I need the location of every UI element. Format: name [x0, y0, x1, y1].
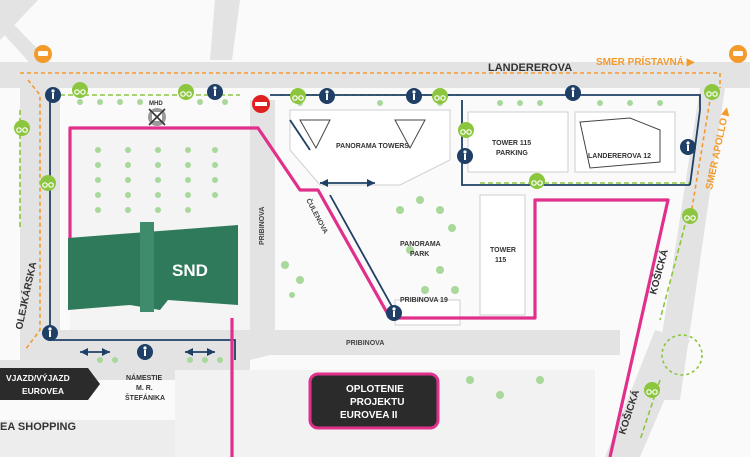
callout-vjazd-line1: VJAZD/VÝJAZD: [6, 372, 70, 383]
street-pribinova-vertical: PRIBINOVA: [259, 207, 266, 245]
label-namestie-3: ŠTEFÁNIKA: [125, 393, 165, 402]
label-tower115-1: TOWER: [490, 247, 516, 254]
label-panorama-park-1: PANORAMA: [400, 241, 441, 248]
callout-oplotenie: OPLOTENIE PROJEKTU EUROVEA II: [308, 372, 440, 430]
label-panorama-park-2: PARK: [410, 251, 429, 258]
label-mhd: MHD: [149, 101, 163, 107]
label-landererova12: LANDEREROVA 12: [588, 153, 651, 160]
label-panorama-towers: PANORAMA TOWERS: [336, 143, 409, 150]
callout-oplotenie-line2: PROJEKTU: [350, 397, 404, 408]
label-namestie-2: M. R.: [136, 385, 153, 392]
two-way-arrows: [80, 179, 375, 356]
snd-building: [68, 222, 238, 312]
label-eurovea-shopping: EA SHOPPING: [0, 421, 76, 433]
street-landererova: LANDEREROVA: [488, 62, 572, 74]
label-pribinova19: PRIBINOVA 19: [400, 297, 448, 304]
no-entry-icon: [252, 95, 270, 113]
label-tower115-parking-2: PARKING: [496, 150, 528, 157]
street-kosicka-upper: KOŠICKÁ: [646, 248, 670, 296]
mhd-crossed-bus-icon: [148, 108, 166, 126]
label-namestie-1: NÁMESTIE: [126, 373, 163, 382]
bicycle-glyphs: [16, 89, 718, 395]
label-tower115-parking-1: TOWER 115: [492, 140, 531, 147]
callout-vjazd: VJAZD/VÝJAZD EUROVEA: [0, 368, 100, 400]
callout-oplotenie-line1: OPLOTENIE: [346, 384, 404, 395]
direction-pristavna: SMER PRÍSTAVNÁ ▶: [596, 55, 696, 68]
label-snd: SND: [172, 261, 208, 280]
traffic-routes: [20, 72, 721, 351]
street-pribinova-bottom: PRIBINOVA: [346, 340, 384, 347]
callout-oplotenie-line3: EUROVEA II: [340, 410, 398, 421]
car-icon: [34, 45, 747, 63]
label-tower115-2: 115: [495, 257, 506, 264]
panorama-towers-outline: [299, 117, 661, 169]
parking-rows: [77, 99, 663, 399]
fence-line: [68, 126, 670, 457]
callout-vjazd-line2: EUROVEA: [22, 386, 64, 396]
pedestrian-glyphs: [48, 86, 690, 356]
